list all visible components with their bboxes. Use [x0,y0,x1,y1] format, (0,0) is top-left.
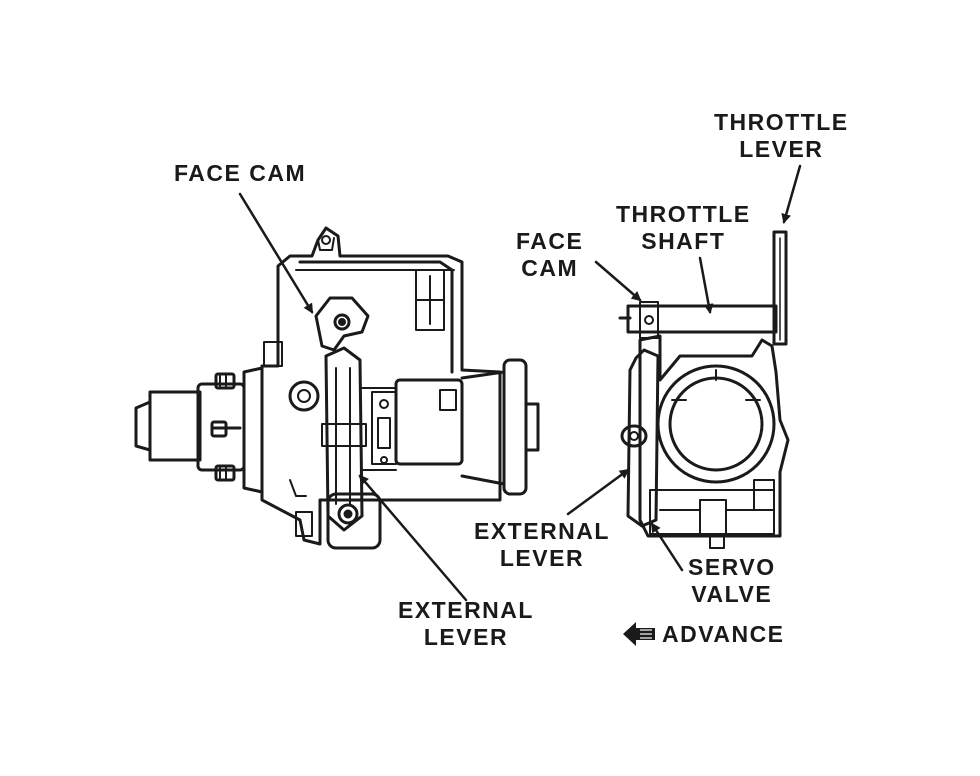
label-face-cam-right: FACE CAM [516,228,583,282]
label-external-lever-right: EXTERNAL LEVER [474,518,610,572]
label-line: LEVER [423,624,509,650]
label-throttle-shaft: THROTTLE SHAFT [616,201,751,255]
label-line: EXTERNAL [398,597,534,623]
label-throttle-lever: THROTTLE LEVER [714,109,849,163]
label-line: THROTTLE [714,109,849,135]
leader-throttle-shaft [698,256,714,314]
label-line: THROTTLE [616,201,751,227]
left-arrow-icon [623,622,655,646]
label-line: EXTERNAL [474,518,610,544]
label-external-lever-left: EXTERNAL LEVER [398,597,534,651]
label-line: LEVER [739,136,824,162]
label-face-cam-left: FACE CAM [174,160,307,186]
label-servo-valve: SERVO VALVE [688,554,776,608]
label-line: FACE [516,228,584,254]
advance-legend: ADVANCE [622,620,785,648]
label-line: SERVO [688,554,776,580]
label-line: LEVER [499,545,585,571]
stud-bolts [210,372,236,482]
face-cam-left [314,296,370,352]
external-lever-left [321,346,382,550]
leader-external-lever-right [566,468,630,516]
label-line: VALVE [691,581,773,607]
leader-face-cam-left [238,192,314,314]
label-line: CAM [521,255,579,281]
label-advance: ADVANCE [662,620,785,647]
label-line: SHAFT [641,228,726,254]
throttle-lever-part [772,230,788,346]
leader-lines [238,164,802,602]
leader-throttle-lever [781,164,802,224]
pump-end-view [618,230,790,549]
leader-external-lever-left [358,474,468,602]
leader-servo-valve [650,522,684,572]
pump-side-view [134,226,540,550]
leader-face-cam-right [594,260,642,302]
